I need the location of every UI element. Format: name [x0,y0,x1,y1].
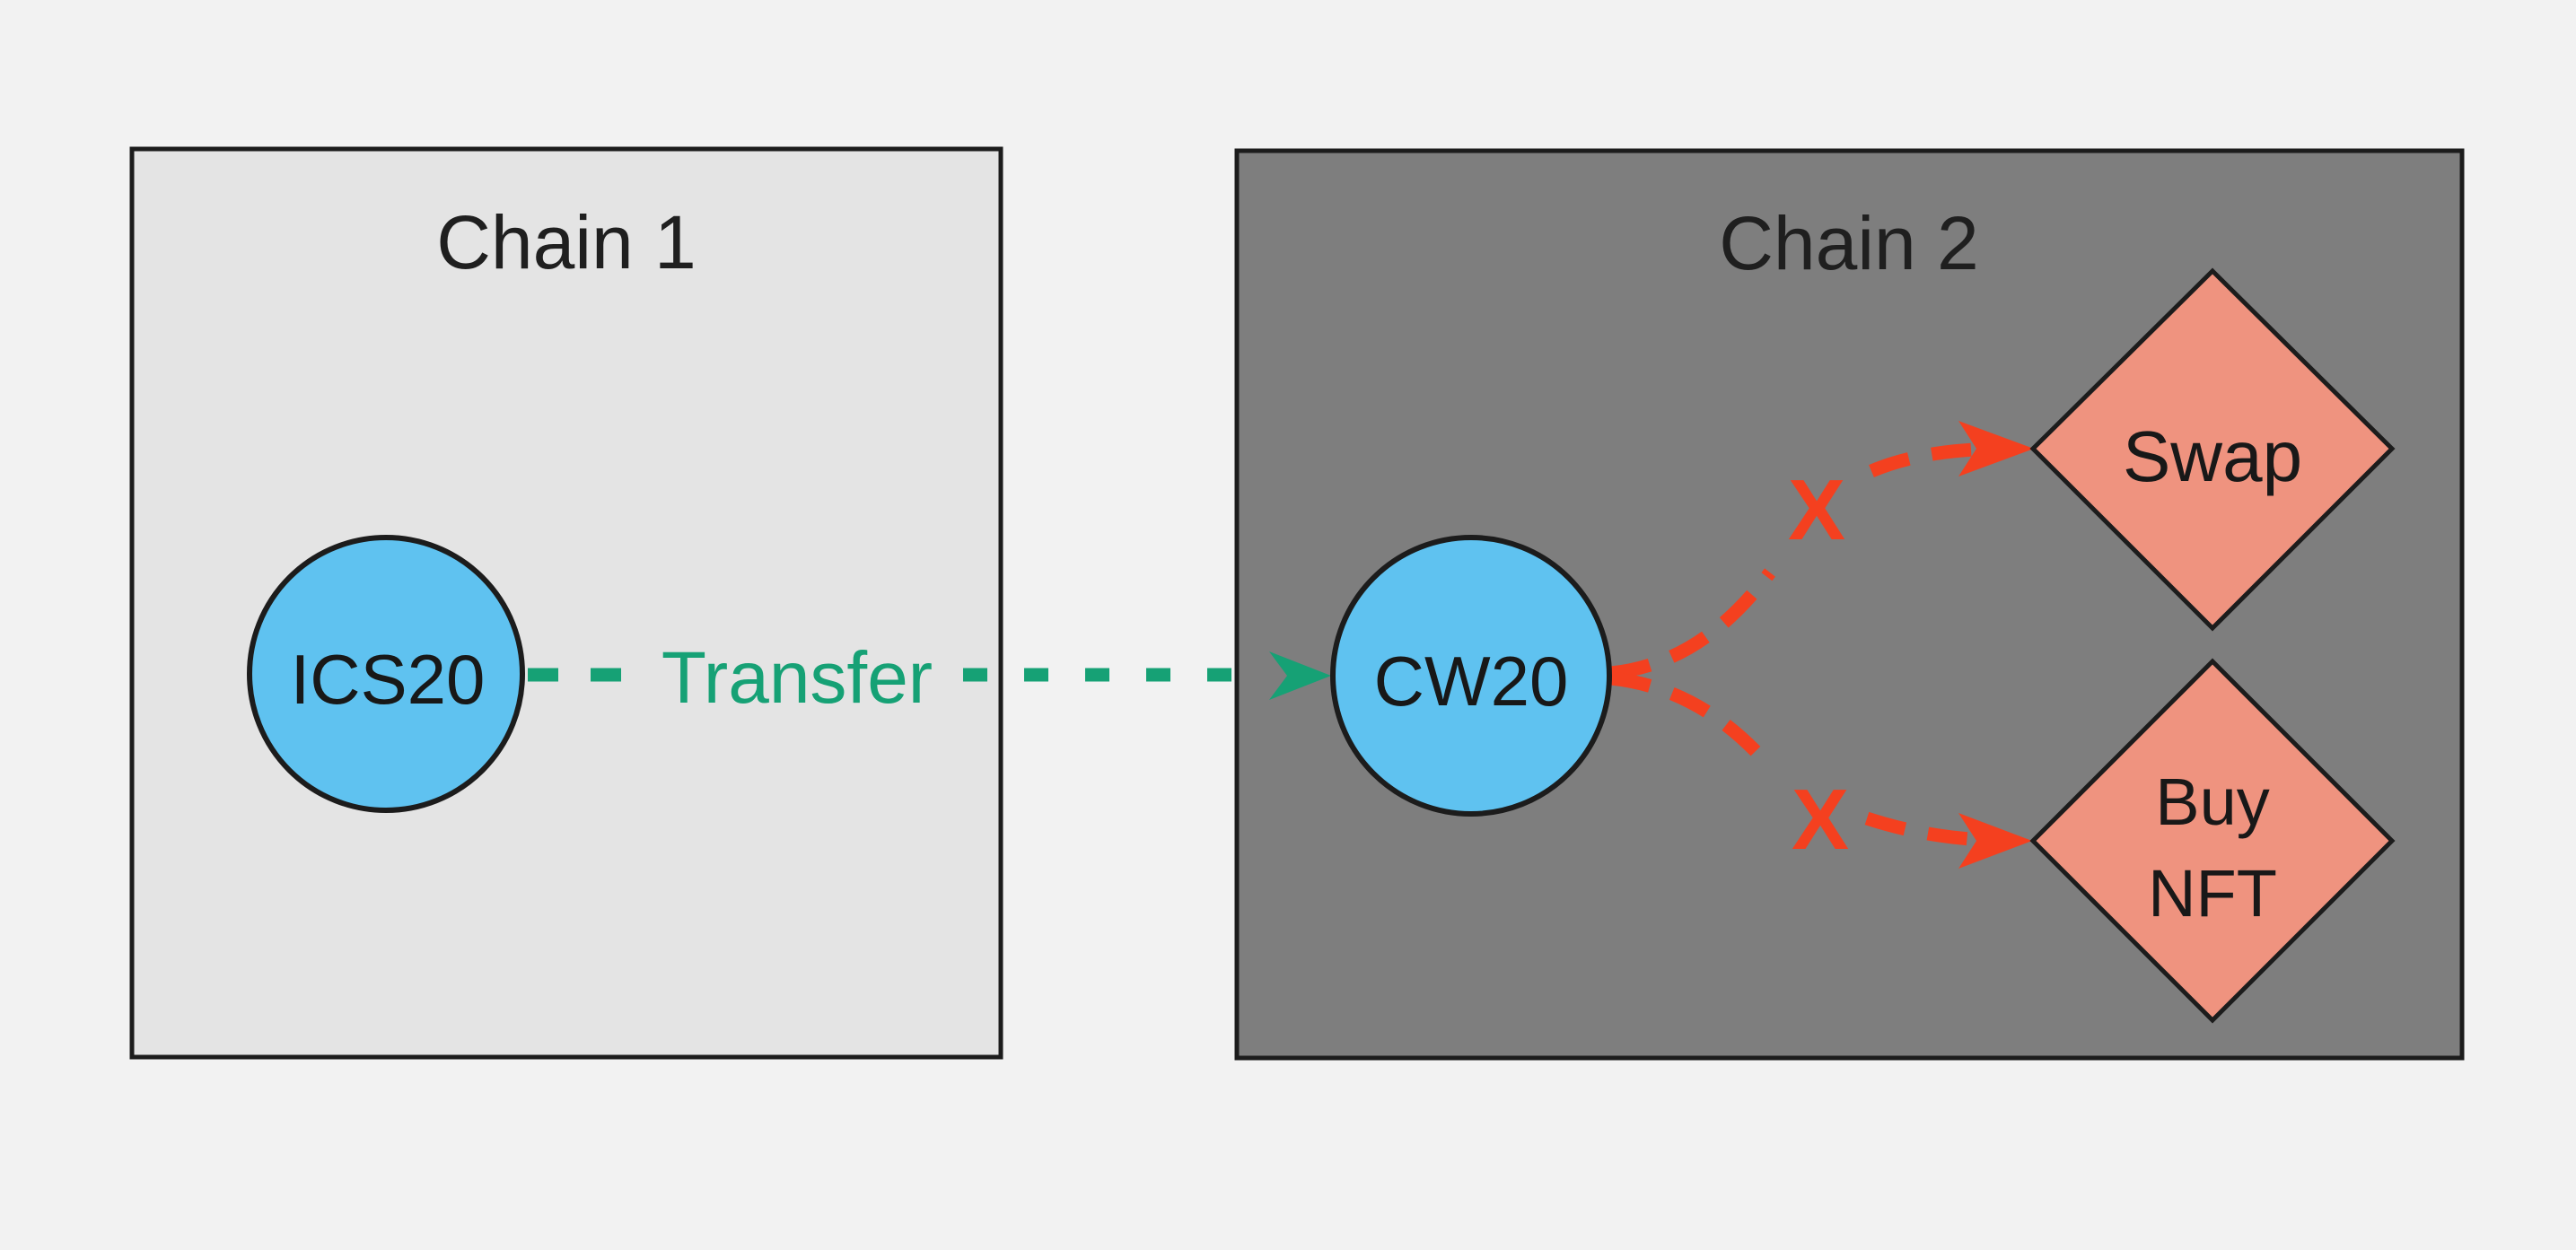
cw20-label: CW20 [1374,642,1569,721]
chain1-box [129,146,1003,1060]
chain2-title: Chain 2 [1719,201,1979,285]
transfer-label: Transfer [662,637,933,719]
blocked-path-swap-start [1610,568,1775,680]
ics20-label: ICS20 [291,640,486,719]
blocked-path-nft-start [1610,671,1772,768]
nft-arrowhead-icon [1958,813,2032,869]
transfer-arrowhead-icon [1269,651,1331,700]
buy-nft-label-line2: NFT [2148,856,2277,931]
chain1-title: Chain 1 [436,200,697,284]
buy-nft-label-line1: Buy [2155,765,2270,839]
buy-nft-node [2029,658,2396,1024]
blocked-x-nft: X [1792,772,1849,868]
swap-node [2029,267,2396,632]
blocked-x-swap: X [1788,462,1845,558]
cw20-node [1330,535,1612,817]
swap-arrowhead-icon [1958,421,2034,476]
ics20-node [247,535,525,813]
swap-label: Swap [2123,416,2302,496]
